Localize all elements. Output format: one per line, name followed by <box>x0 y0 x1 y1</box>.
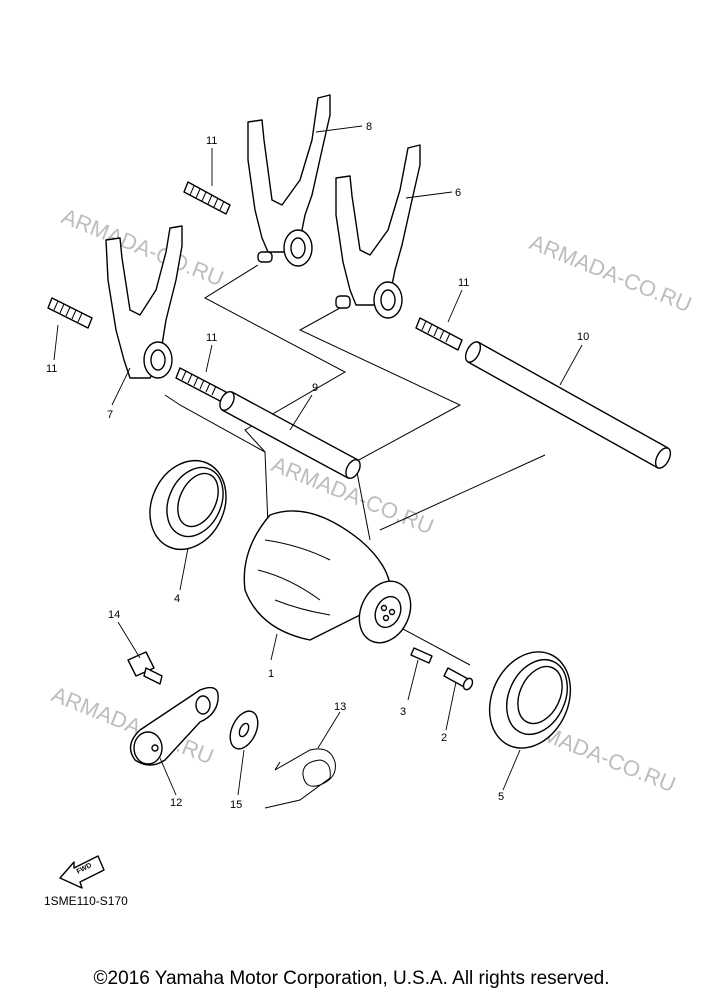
callout-9: 9 <box>312 382 318 394</box>
watermark-1: ARMADA-CO.RU <box>58 203 227 291</box>
shift-rod-10 <box>464 341 672 469</box>
shift-fork-8 <box>247 94 331 267</box>
fwd-arrow-icon: FWD <box>59 855 105 889</box>
callout-13: 13 <box>334 701 346 713</box>
callout-3: 3 <box>400 706 406 718</box>
shift-fork-6 <box>335 144 421 319</box>
callout-12: 12 <box>170 797 182 809</box>
pin-11-c <box>175 367 227 403</box>
shift-rod-9 <box>219 391 361 479</box>
copyright-notice: ©2016 Yamaha Motor Corporation, U.S.A. A… <box>93 968 610 989</box>
leader-lines <box>53 125 583 796</box>
callout-4: 4 <box>174 593 180 605</box>
callout-5: 5 <box>498 791 504 803</box>
callout-8: 8 <box>366 121 372 133</box>
callout-11-a: 11 <box>206 135 217 147</box>
callout-11-d: 11 <box>458 277 469 289</box>
spring-3 <box>410 647 433 664</box>
washer-15 <box>229 710 259 750</box>
callout-15: 15 <box>230 799 242 811</box>
bearing-5 <box>488 651 572 749</box>
watermark-2: ARMADA-CO.RU <box>526 229 695 317</box>
pin-11-a <box>183 181 231 215</box>
bearing-4 <box>149 459 227 551</box>
drawing-code: 1SME110-S170 <box>44 894 128 908</box>
guide-lines <box>164 264 546 666</box>
callout-11-c: 11 <box>206 332 217 344</box>
parts-diagram: ARMADA-CO.RU ARMADA-CO.RU ARMADA-CO.RU A… <box>44 94 695 908</box>
pin-11-b <box>47 297 93 329</box>
shift-fork-7 <box>105 225 183 379</box>
callout-7: 7 <box>107 409 113 421</box>
pin-11-d <box>415 317 463 351</box>
callout-11-b: 11 <box>46 363 57 375</box>
shift-drum-1 <box>243 510 412 644</box>
callout-2: 2 <box>441 732 447 744</box>
bolt-14 <box>127 651 163 685</box>
callout-6: 6 <box>455 187 461 199</box>
callout-14: 14 <box>108 609 120 621</box>
pin-2 <box>443 667 474 691</box>
torsion-spring-13 <box>264 748 336 809</box>
callouts: 1 2 3 4 5 6 7 8 9 10 11 11 11 11 12 13 1… <box>46 121 589 811</box>
stopper-lever-12 <box>129 686 219 766</box>
callout-10: 10 <box>577 331 589 343</box>
callout-1: 1 <box>268 668 274 680</box>
